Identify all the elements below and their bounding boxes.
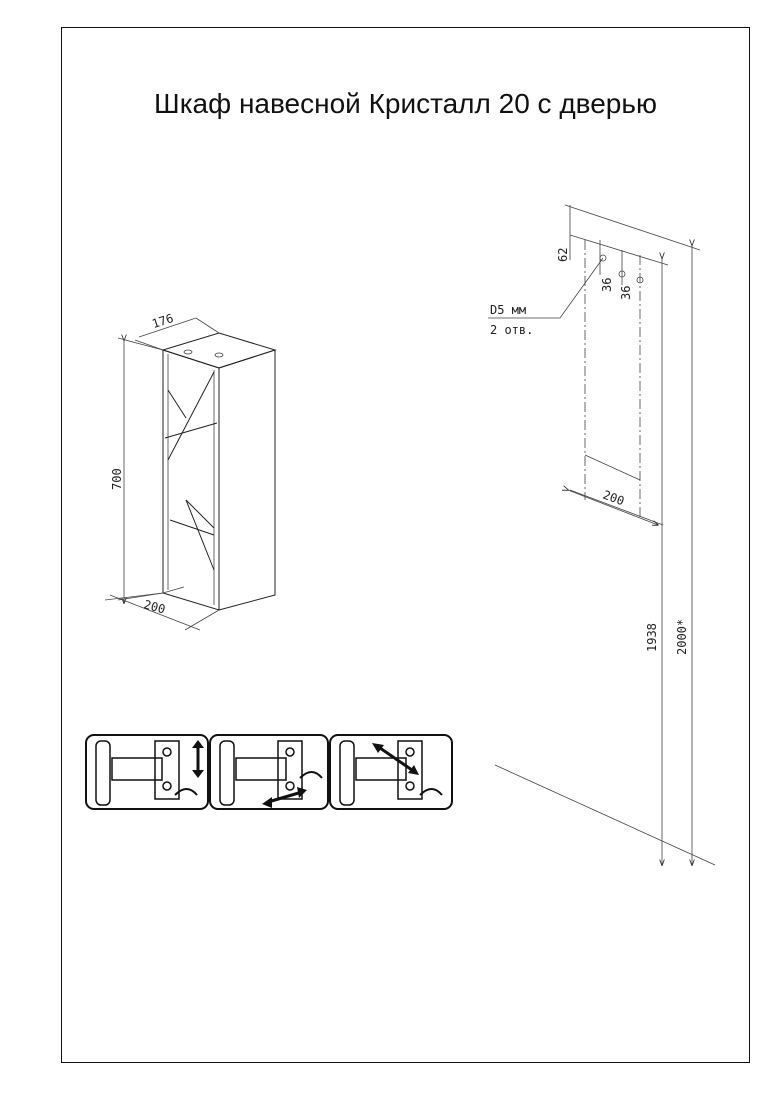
hinge-step-vertical xyxy=(85,734,209,810)
left-right-arrow-icon xyxy=(262,787,307,808)
width-dimension-label: 200 xyxy=(142,597,167,616)
hinge-step-horizontal xyxy=(209,734,329,810)
hole-note-count: 2 отв. xyxy=(490,323,533,337)
hinge-step-depth xyxy=(329,734,453,810)
hole-note-diameter: D5 мм xyxy=(490,303,526,317)
diagonal-arrow-icon xyxy=(372,743,419,775)
cabinet-front-face xyxy=(162,349,220,611)
page-title: Шкаф навесной Кристалл 20 с дверью xyxy=(154,88,657,119)
mounting-width-label: 200 xyxy=(601,488,626,509)
hole-spacing-b-label: 36 xyxy=(619,286,633,300)
hinge-adjustment-steps xyxy=(85,734,453,810)
mounting-scheme: D5 мм 2 отв. 62 36 36 200 1938 2000* xyxy=(488,204,716,865)
hole-spacing-a-label: 36 xyxy=(600,278,614,292)
drawing-frame xyxy=(61,27,750,1063)
height-dimension-label: 700 xyxy=(110,468,124,490)
cabinet-isometric: 176 700 200 xyxy=(104,311,277,631)
depth-dimension-label: 176 xyxy=(150,311,175,331)
height-to-holes-label: 1938 xyxy=(645,623,659,652)
cabinet-top-face xyxy=(161,332,277,369)
up-down-arrow-icon xyxy=(192,740,204,778)
cabinet-side-face xyxy=(218,349,276,611)
top-offset-label: 62 xyxy=(556,248,570,262)
total-height-label: 2000* xyxy=(675,619,689,655)
